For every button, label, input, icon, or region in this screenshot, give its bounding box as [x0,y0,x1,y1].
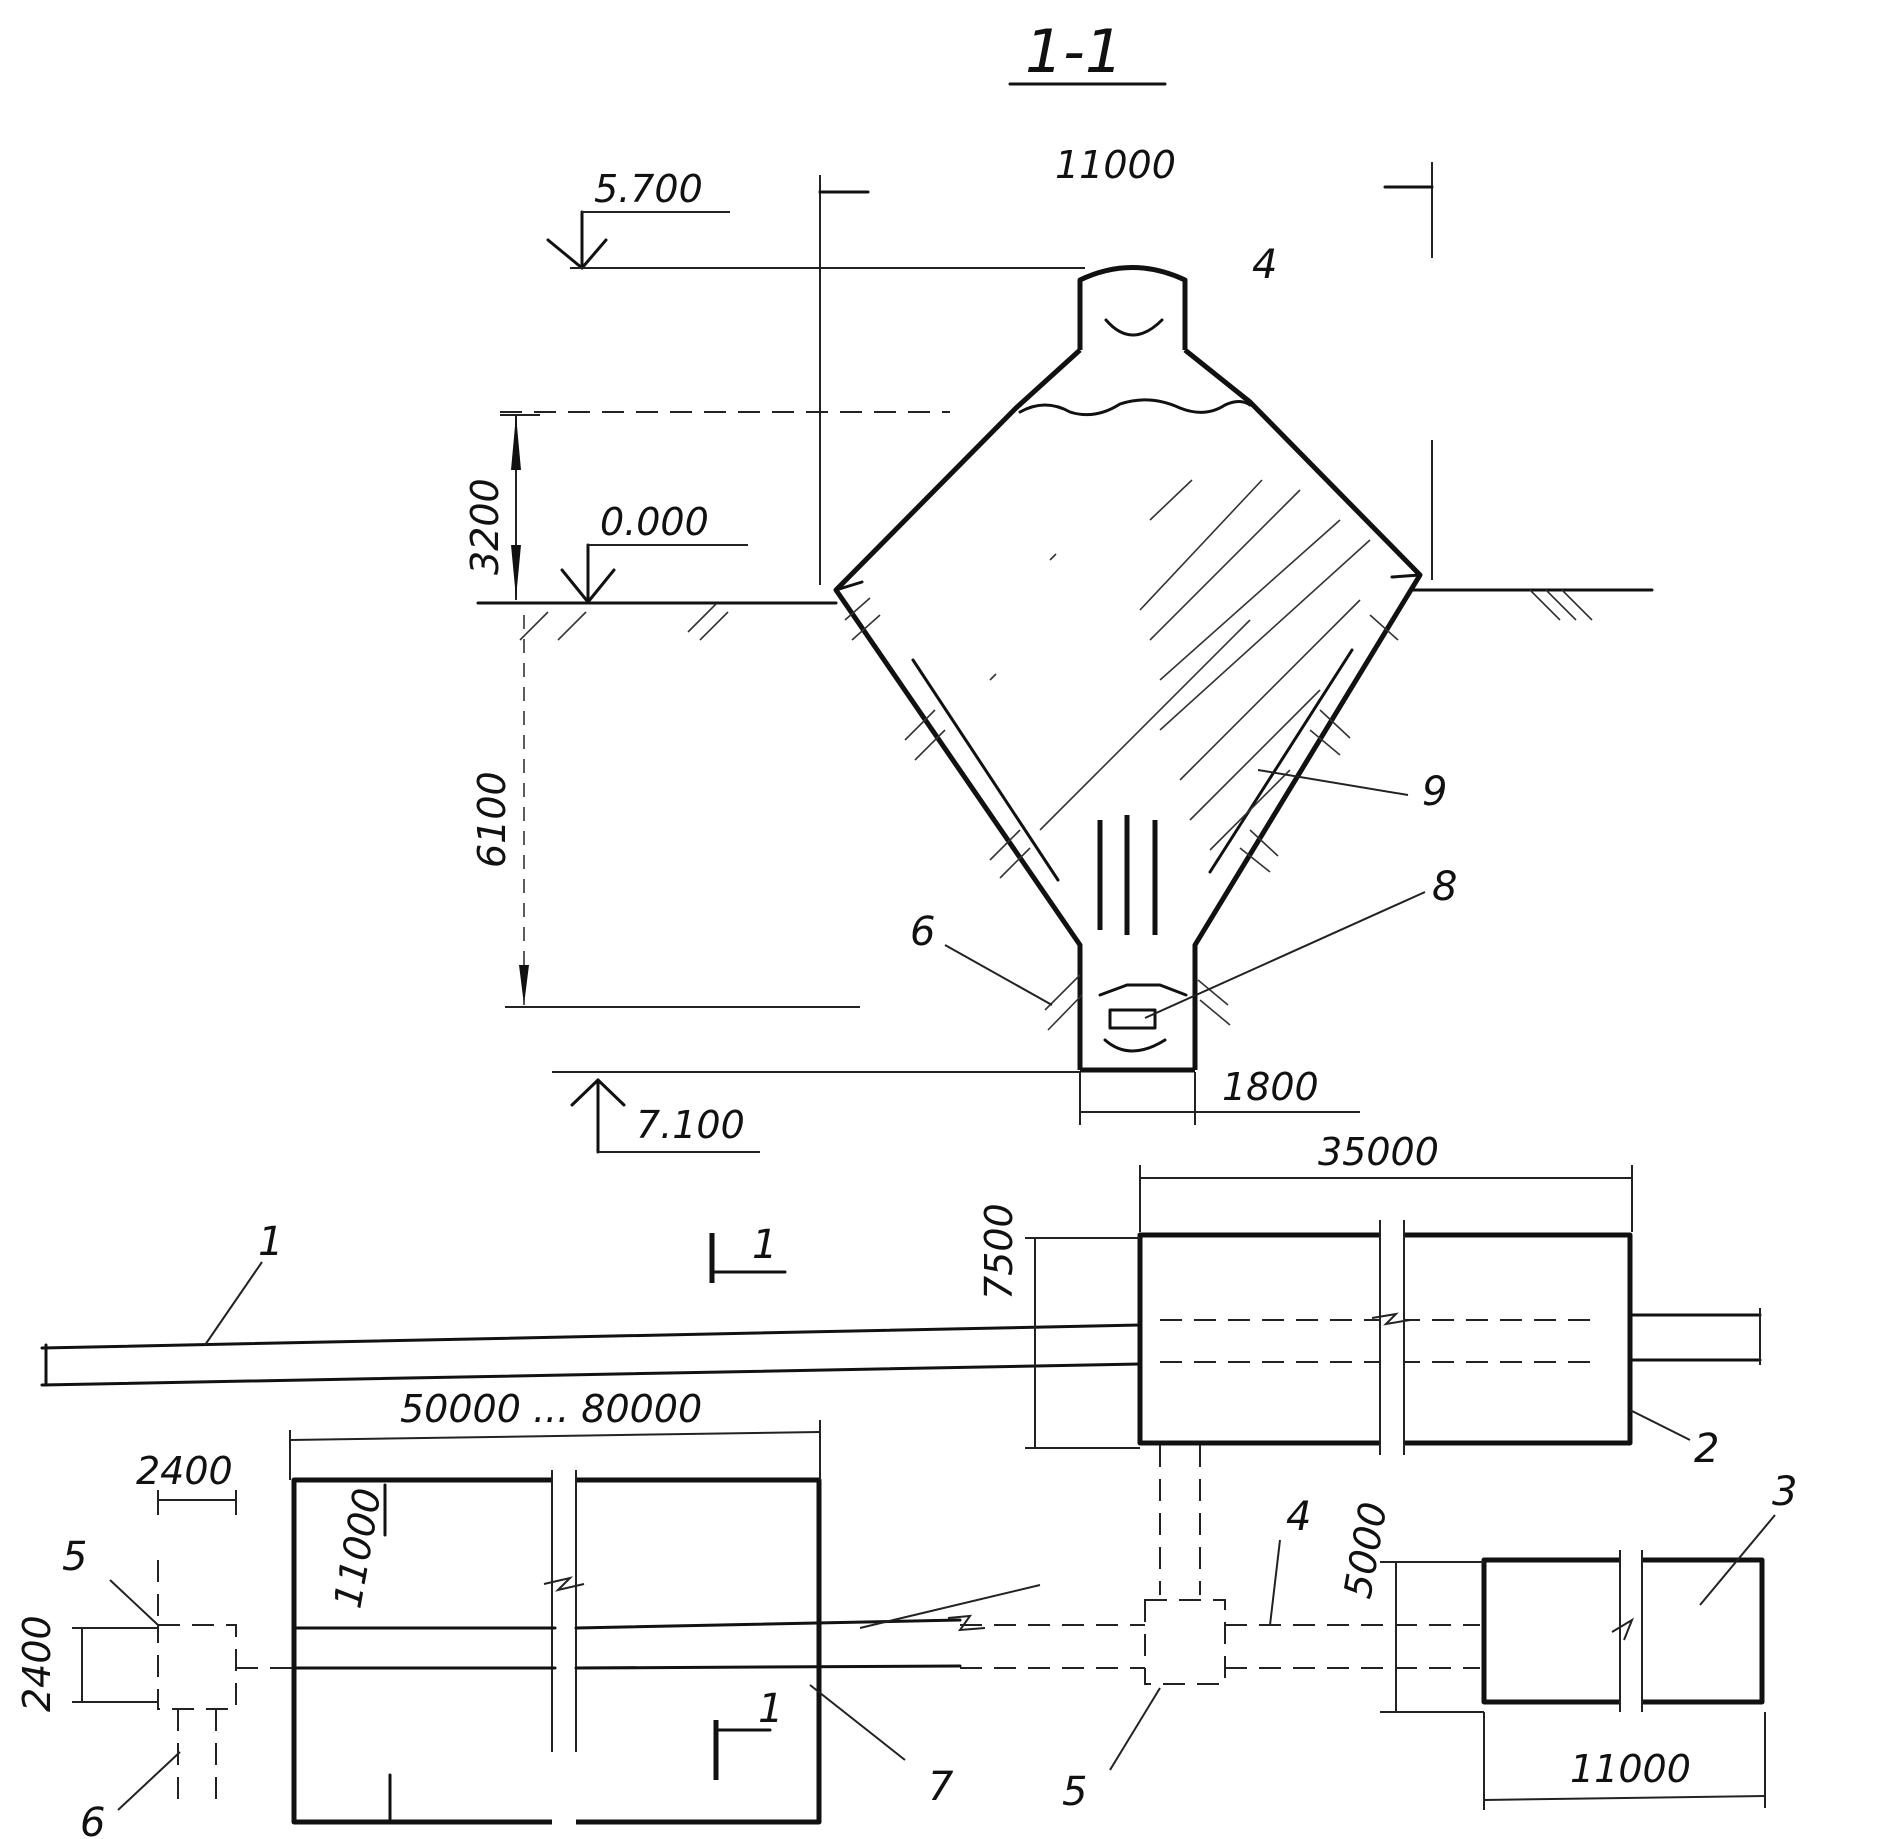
elevation-top-marker [546,238,608,270]
dim-6100-label: 6100 [470,771,514,868]
dim-6100-arrow-bottom [519,965,529,1005]
leader-2 [1629,1409,1691,1441]
dim-3200-arrow-bottom [511,545,521,598]
hopper-outline-left [833,348,1083,1070]
pit-5-left [157,1624,237,1710]
callout-5-left: 5 [62,1534,87,1580]
leader-9 [1257,769,1409,796]
callout-6-plan: 6 [80,1800,105,1839]
section-mark-top: 1 [752,1222,777,1268]
dim-35000-label: 35000 [1318,1130,1439,1174]
material-hatch [989,479,1371,851]
outlet-arc [1103,1038,1167,1053]
dim-1800-label: 1800 [1222,1065,1319,1109]
building-2-break-gap [1380,1225,1404,1455]
dim-11000-label: 11000 [1570,1747,1691,1791]
conveyor-1-top [40,1323,1142,1350]
callout-6-section: 6 [910,909,935,955]
callout-8: 8 [1432,864,1457,910]
building-3-break-mark [1611,1617,1635,1641]
storage-trench-top-2 [574,1618,962,1630]
outlet-gate-8 [1108,1008,1157,1030]
callout-5-right: 5 [1062,1769,1087,1815]
section-mark-bottom: 1 [758,1686,783,1732]
section-view: 1-1 11000 5.700 4 3200 0.000 [463,17,1654,1154]
dim-storage-line [289,1431,821,1441]
hood-inner-arc [1104,318,1164,337]
storage-trench-bottom-2 [574,1664,962,1670]
leader-8 [1144,891,1426,1019]
material-fill-surface [1018,398,1252,417]
storage-width-label: 11000 [326,1485,390,1612]
callout-4-section: 4 [1252,242,1277,288]
leader-6-plan [117,1751,181,1811]
callout-9: 9 [1422,769,1447,815]
callout-3: 3 [1772,1469,1797,1515]
elevation-ground-label: 0.000 [600,500,709,544]
building-2-break-mark [1371,1312,1411,1326]
callout-4-plan: 4 [1286,1494,1311,1540]
dim-11000-line [1483,1795,1766,1801]
liner-left [911,658,1060,882]
leader-6-section [944,944,1053,1006]
callout-2: 2 [1694,1426,1719,1472]
dim-5000-label: 5000 [1336,1499,1396,1602]
ground-hatching [519,589,1593,641]
dim-3200-label: 3200 [463,478,507,575]
leader-1 [204,1261,263,1346]
building-3-break-gap [1620,1550,1642,1712]
callout-1: 1 [258,1219,283,1265]
dim-2400h-label: 2400 [136,1449,233,1493]
leader-5-right [1109,1687,1161,1771]
hopper-outline-right [1183,348,1423,1070]
leader-5-left [109,1579,159,1626]
leader-4-plan [1269,1539,1281,1626]
elevation-top-label: 5.700 [594,167,703,211]
outlet-funnel [1098,983,1188,997]
dim-2400v-label: 2400 [15,1615,59,1712]
plan-view: 1 1 2 35000 7500 [15,1130,1797,1839]
leader-4-plan-upper [859,1584,1041,1629]
storage-break-mark [543,1576,585,1592]
leader-7 [809,1684,906,1761]
conveyor-1-bottom [40,1362,1142,1387]
liner-right [1208,648,1354,874]
pit-5-right [1144,1599,1226,1685]
hopper-right-rim [1390,573,1422,579]
hopper-left-rim [834,580,864,592]
callout-7: 7 [928,1764,954,1810]
leader-3 [1699,1514,1776,1606]
slope-hatching [844,597,1399,1031]
hopper-hood [1077,265,1188,350]
storage-break-gap [552,1470,576,1832]
dim-3200-arrow-top [511,415,521,470]
dim-storage-label: 50000 ... 80000 [400,1387,702,1431]
dim-7500-label: 7500 [977,1203,1021,1300]
section-width-label: 11000 [1055,143,1176,187]
trench-break-mark [947,1614,986,1632]
elevation-bottom-label: 7.100 [636,1103,745,1147]
section-title: 1-1 [1025,17,1123,87]
